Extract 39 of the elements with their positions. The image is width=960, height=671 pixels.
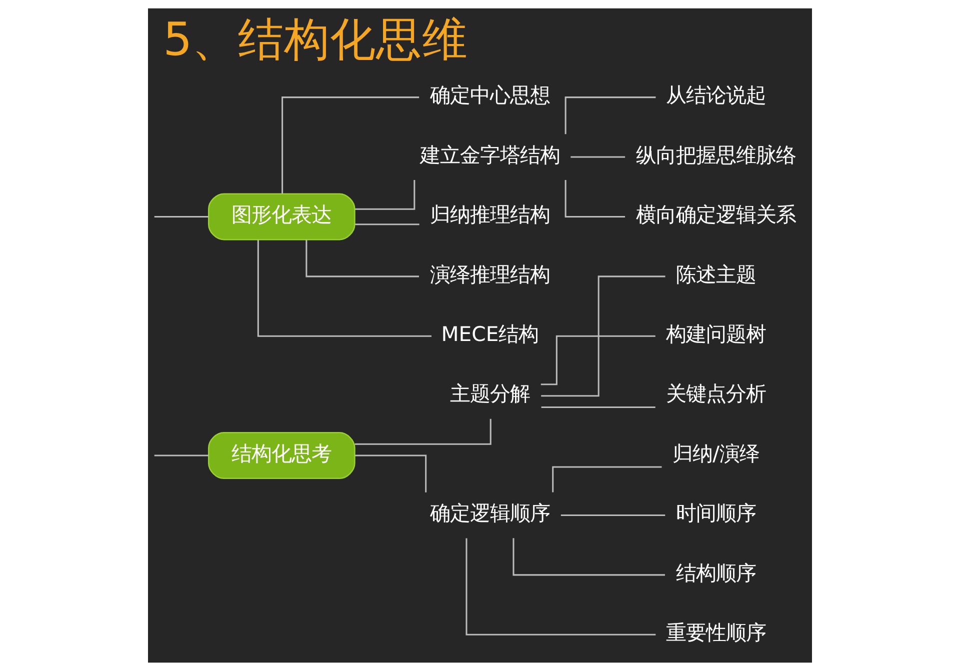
connector	[560, 514, 666, 516]
diagram-title: 5、结构化思维	[163, 13, 468, 66]
connector	[512, 538, 665, 576]
node-text: 归纳推理结构	[430, 202, 550, 227]
connector	[354, 418, 492, 445]
connector	[552, 466, 662, 492]
node-text: 结构顺序	[676, 560, 756, 585]
connector	[154, 216, 209, 218]
node-text: 时间顺序	[676, 501, 756, 526]
node-box: 结构化思考	[208, 432, 356, 480]
node-text: 建立金字塔结构	[420, 142, 560, 167]
node-text: 陈述主题	[676, 262, 756, 286]
node-text: 重要性顺序	[666, 620, 766, 644]
connector	[306, 240, 420, 278]
connector	[355, 224, 420, 226]
connector	[466, 538, 656, 636]
connector	[564, 96, 656, 134]
node-text: 从结论说起	[666, 83, 766, 108]
connector	[540, 335, 656, 386]
node-box: 图形化表达	[208, 193, 356, 240]
node-text: 横向确定逻辑关系	[636, 202, 796, 227]
connector	[541, 406, 656, 408]
connector	[570, 156, 626, 158]
node-text: 演绎推理结构	[430, 262, 550, 286]
connector	[355, 454, 427, 492]
node-text: MECE结构	[441, 322, 539, 346]
connector	[541, 276, 666, 397]
node-text: 纵向把握思维脉络	[636, 142, 796, 167]
node-text: 关键点分析	[666, 382, 766, 406]
node-text: 构建问题树	[666, 322, 766, 346]
connector	[154, 454, 209, 456]
node-text: 归纳/演绎	[672, 441, 760, 466]
connector	[257, 240, 432, 337]
node-text: 确定中心思想	[430, 83, 550, 108]
connector	[355, 180, 416, 210]
connector	[282, 96, 420, 194]
node-text: 确定逻辑顺序	[430, 501, 550, 526]
connector	[564, 180, 626, 218]
node-text: 主题分解	[450, 382, 530, 406]
